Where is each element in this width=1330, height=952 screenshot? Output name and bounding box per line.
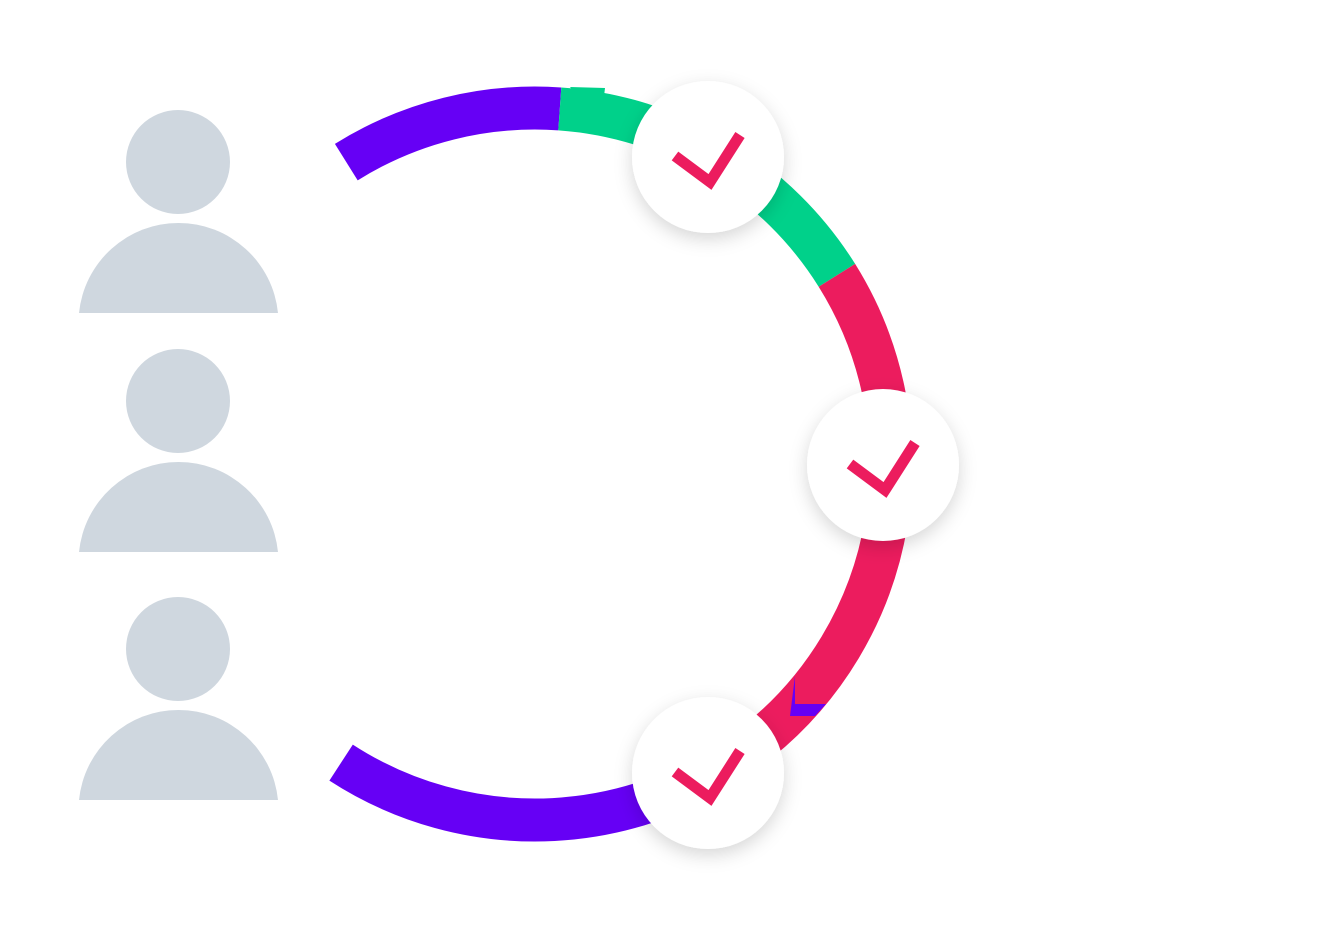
checkpoint-badge-2 — [807, 389, 959, 541]
checkmark-icon — [671, 132, 745, 190]
checkmark-icon — [846, 440, 920, 498]
people-column — [79, 110, 278, 800]
arc-joint-1 — [562, 87, 605, 130]
checkpoints — [632, 81, 959, 849]
checkpoint-badge-3 — [632, 697, 784, 849]
person-icon — [79, 597, 278, 800]
badge-circle — [632, 81, 784, 233]
person-icon — [79, 110, 278, 313]
checkpoint-badge-1 — [632, 81, 784, 233]
checkmark-icon — [671, 748, 745, 806]
arc-joint-3 — [790, 676, 826, 716]
badge-circle — [807, 389, 959, 541]
arc-segment-purple-top — [334, 86, 562, 181]
arc-joint-2 — [838, 306, 880, 336]
person-icon — [79, 349, 278, 552]
badge-circle — [632, 697, 784, 849]
